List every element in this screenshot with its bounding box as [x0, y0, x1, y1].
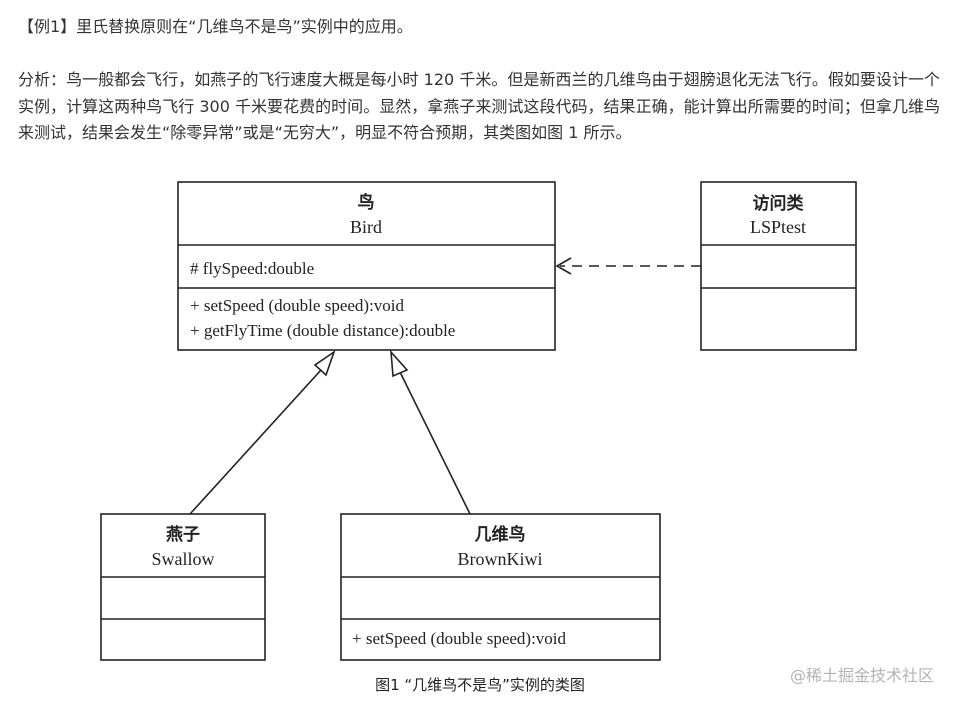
class-brownkiwi: 几维鸟 BrownKiwi + setSpeed (double speed):…	[340, 513, 661, 661]
class-brownkiwi-name-en: BrownKiwi	[458, 549, 543, 569]
class-brownkiwi-box	[340, 513, 661, 661]
class-bird: 鸟 Bird # flySpeed:double + setSpeed (dou…	[177, 181, 556, 351]
example-heading: 【例1】里氏替换原则在“几维鸟不是鸟”实例中的应用。	[18, 17, 413, 36]
class-swallow-name-en: Swallow	[152, 549, 215, 569]
generalization-swallow-line	[189, 369, 322, 515]
figure-caption: 图1 “几维鸟不是鸟”实例的类图	[375, 676, 585, 694]
class-swallow-box	[100, 513, 266, 661]
dependency-arrow	[555, 257, 701, 275]
class-bird-name-en: Bird	[350, 217, 382, 237]
generalization-swallow-triangle	[313, 349, 336, 377]
class-bird-method: + getFlyTime (double distance):double	[190, 321, 455, 340]
dependency-arrowhead	[555, 257, 572, 275]
generalization-brownkiwi-line	[399, 371, 471, 515]
class-lsptest-name-cn: 访问类	[753, 193, 805, 214]
analysis-paragraph: 分析：鸟一般都会飞行，如燕子的飞行速度大概是每小时 120 千米。但是新西兰的几…	[18, 70, 940, 142]
class-brownkiwi-name-cn: 几维鸟	[475, 524, 526, 545]
class-swallow: 燕子 Swallow	[100, 513, 266, 661]
generalization-swallow	[189, 349, 336, 515]
class-lsptest: 访问类 LSPtest	[700, 181, 857, 351]
class-brownkiwi-method: + setSpeed (double speed):void	[352, 629, 567, 648]
class-bird-name-cn: 鸟	[358, 192, 375, 213]
class-bird-attribute: # flySpeed:double	[190, 259, 314, 278]
class-bird-method: + setSpeed (double speed):void	[190, 296, 405, 315]
watermark: @稀土掘金技术社区	[789, 666, 934, 685]
class-bird-box	[177, 181, 556, 351]
class-swallow-name-cn: 燕子	[166, 524, 200, 545]
class-lsptest-box	[700, 181, 857, 351]
generalization-brownkiwi-triangle	[390, 349, 409, 378]
generalization-brownkiwi	[390, 349, 471, 515]
class-lsptest-name-en: LSPtest	[750, 217, 806, 237]
